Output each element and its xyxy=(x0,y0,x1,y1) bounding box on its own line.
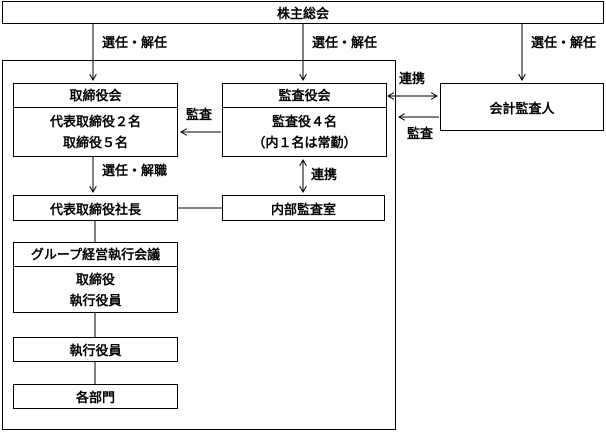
board-of-directors-box: 取締役会 代表取締役２名 取締役５名 xyxy=(13,83,178,157)
president-box: 代表取締役社長 xyxy=(13,195,178,221)
group-executive-meeting-line2: 執行役員 xyxy=(69,292,122,308)
edge-label-elect-dismiss-center: 選任・解任 xyxy=(312,35,378,50)
internal-audit-office-box: 内部監査室 xyxy=(222,195,385,221)
audit-board-box: 監査役会 監査役４名 （内１名は常勤） xyxy=(222,83,387,157)
executive-officers-box: 執行役員 xyxy=(13,337,178,362)
board-of-directors-line1: 代表取締役２名 xyxy=(49,114,141,129)
edge-label-elect-dismiss-right: 選任・解任 xyxy=(531,35,597,50)
company-internal-frame xyxy=(2,60,396,430)
edge-label-elect-dismiss-left: 選任・解任 xyxy=(102,35,168,50)
group-executive-meeting-line1: 取締役 xyxy=(75,271,115,287)
audit-board-title: 監査役会 xyxy=(223,84,386,108)
board-of-directors-title: 取締役会 xyxy=(14,84,177,108)
departments-box: 各部門 xyxy=(13,384,178,409)
shareholders-meeting-box: 株主総会 xyxy=(2,1,604,24)
edge-label-audit-left: 監査 xyxy=(186,107,213,122)
edge-label-cooperation-vertical: 連携 xyxy=(311,167,338,182)
accounting-auditor-label: 会計監査人 xyxy=(489,100,555,116)
edge-label-elect-remove: 選任・解職 xyxy=(102,163,168,178)
board-of-directors-line2: 取締役５名 xyxy=(62,135,128,150)
edge-label-audit-right: 監査 xyxy=(407,126,434,141)
shareholders-meeting-label: 株主総会 xyxy=(276,6,329,21)
audit-board-line1: 監査役４名 xyxy=(271,114,337,129)
audit-board-line2: （内１名は常勤） xyxy=(252,135,357,150)
accounting-auditor-box: 会計監査人 xyxy=(440,83,604,131)
group-executive-meeting-box: グループ経営執行会議 取締役 執行役員 xyxy=(13,242,178,313)
group-executive-meeting-title: グループ経営執行会議 xyxy=(14,243,177,267)
executive-officers-label: 執行役員 xyxy=(69,343,122,358)
internal-audit-office-label: 内部監査室 xyxy=(270,201,336,217)
departments-label: 各部門 xyxy=(75,390,115,405)
president-label: 代表取締役社長 xyxy=(49,201,141,217)
edge-label-cooperation-horizontal: 連携 xyxy=(399,71,426,86)
